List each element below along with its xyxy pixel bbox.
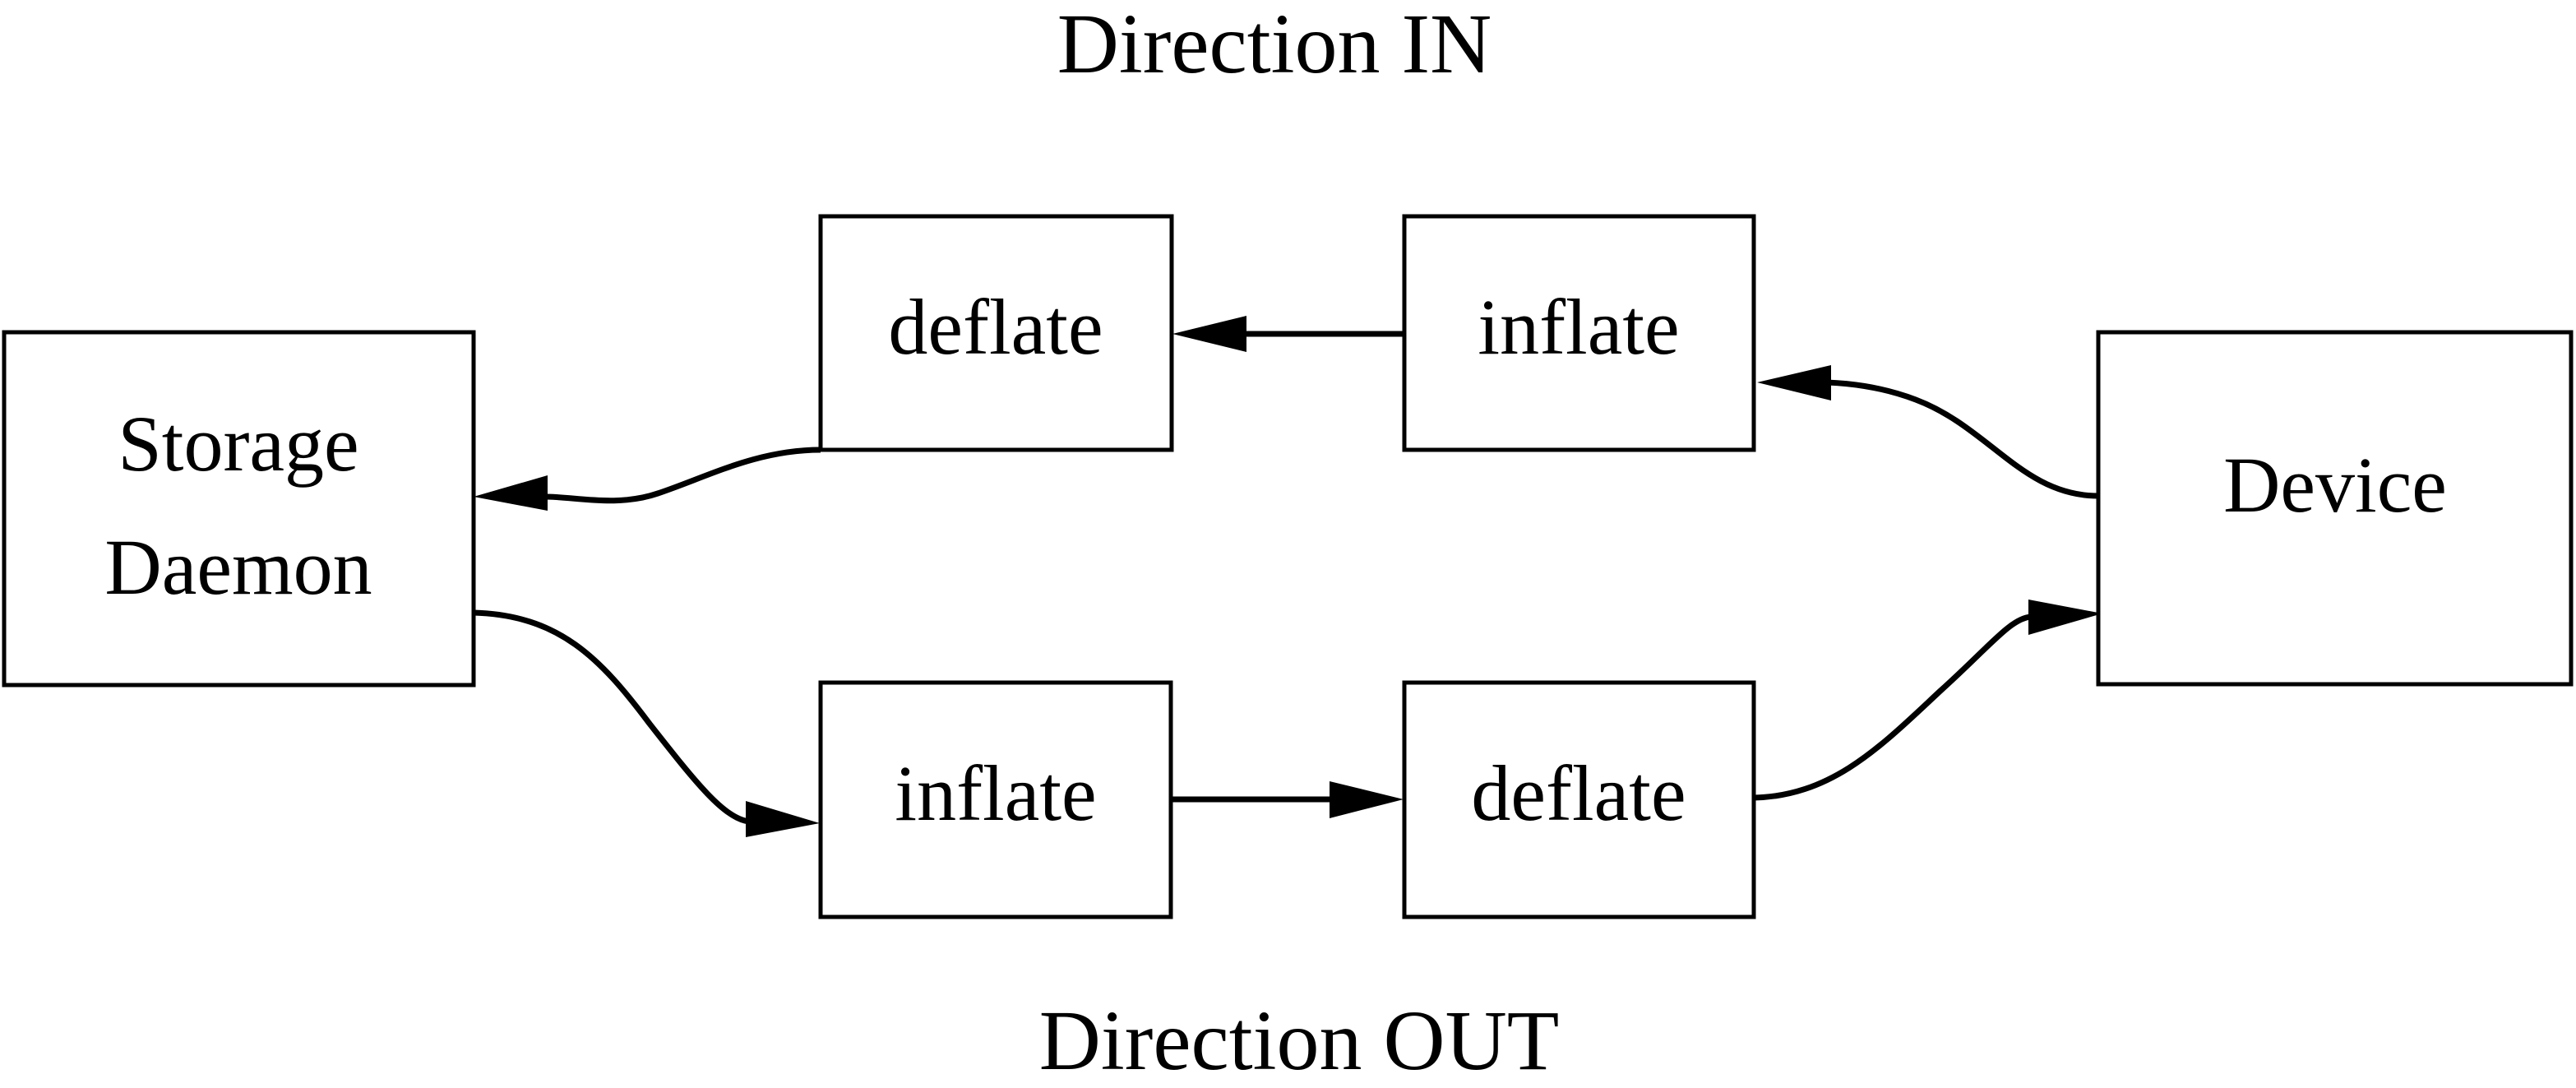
node-deflate-in-box bbox=[818, 214, 1174, 452]
node-device-label: Device bbox=[2223, 441, 2447, 529]
arrow-head-icon bbox=[1757, 365, 1831, 400]
arrow-head-icon bbox=[2028, 600, 2102, 635]
node-inflate-in[interactable]: inflate bbox=[1402, 214, 1756, 452]
edge-device-to-inflate-in bbox=[1757, 365, 2099, 499]
caption-direction-out: Direction OUT bbox=[1039, 993, 1559, 1088]
caption-direction-in: Direction IN bbox=[1057, 0, 1491, 91]
arrow-head-icon bbox=[1330, 781, 1404, 818]
node-inflate-out[interactable]: inflate bbox=[818, 680, 1173, 919]
edge-storage-to-inflate-out bbox=[473, 609, 820, 837]
node-storage-daemon-label-line2: Daemon bbox=[104, 523, 372, 611]
edge-inflate-in-to-deflate-in bbox=[1172, 316, 1404, 352]
node-deflate-in-label: deflate bbox=[888, 283, 1103, 371]
node-deflate-out-box bbox=[1402, 680, 1756, 919]
node-deflate-out-label: deflate bbox=[1471, 749, 1686, 837]
edge-deflate-out-to-device bbox=[1753, 600, 2102, 801]
arrow-head-icon bbox=[474, 475, 548, 511]
node-inflate-out-box bbox=[818, 680, 1173, 919]
node-device-box bbox=[2096, 330, 2574, 687]
node-inflate-out-label: inflate bbox=[895, 749, 1096, 837]
node-device[interactable]: Device bbox=[2096, 330, 2574, 687]
node-storage-daemon-box bbox=[2, 330, 476, 688]
node-storage-daemon[interactable]: Storage Daemon bbox=[2, 330, 476, 688]
node-inflate-in-label: inflate bbox=[1478, 283, 1679, 371]
node-inflate-in-box bbox=[1402, 214, 1756, 452]
arrow-head-icon bbox=[746, 801, 820, 837]
arrow-head-icon bbox=[1172, 316, 1246, 352]
edge-deflate-in-to-storage bbox=[474, 447, 821, 511]
node-storage-daemon-label-line1: Storage bbox=[118, 400, 358, 488]
edge-inflate-out-to-deflate-out bbox=[1171, 781, 1404, 818]
node-deflate-out[interactable]: deflate bbox=[1402, 680, 1756, 919]
node-deflate-in[interactable]: deflate bbox=[818, 214, 1174, 452]
